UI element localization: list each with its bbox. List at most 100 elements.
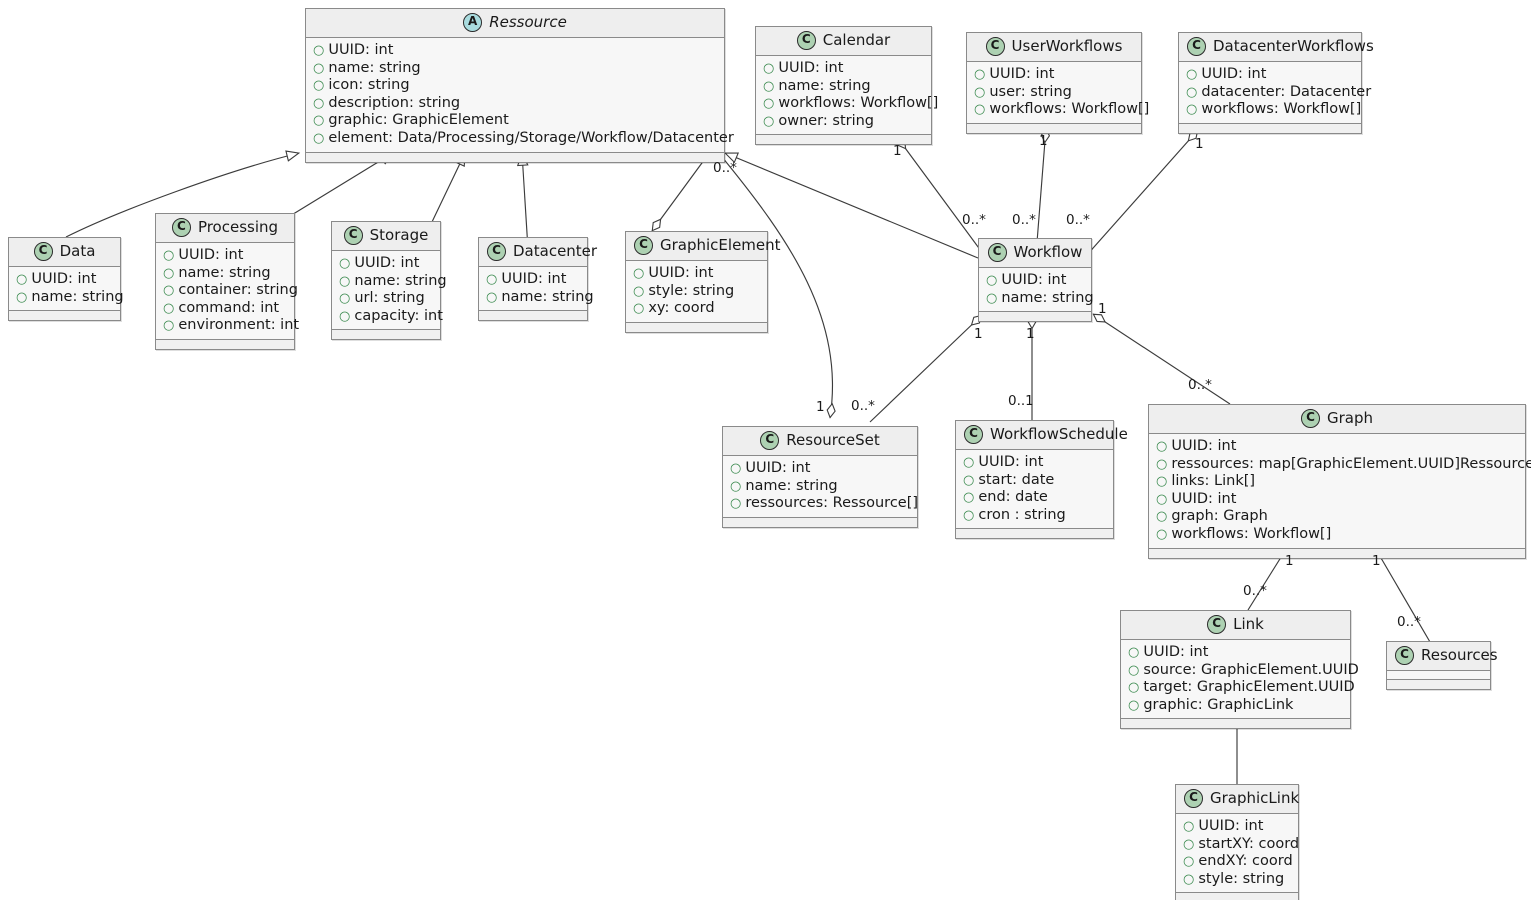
multiplicity-label: 0..* <box>713 160 737 176</box>
class-badge-icon: C <box>634 236 653 255</box>
attribute-row: ○capacity: int <box>339 308 443 326</box>
attribute-text: UUID: int <box>745 460 811 476</box>
attribute-text: icon: string <box>328 77 410 94</box>
visibility-public-icon: ○ <box>763 61 775 76</box>
attribute-text: target: GraphicElement.UUID <box>1143 679 1355 696</box>
edge-calendar-workflow <box>896 137 985 256</box>
attribute-row: ○cron : string <box>963 507 1107 525</box>
visibility-public-icon: ○ <box>339 291 351 307</box>
visibility-public-icon: ○ <box>313 78 325 94</box>
attribute-text: UUID: int <box>978 454 1044 470</box>
visibility-public-icon: ○ <box>163 265 175 281</box>
attribute-row: ○container: string <box>163 282 298 300</box>
class-badge-icon: C <box>1184 789 1203 808</box>
attribute-text: UUID: int <box>648 265 714 281</box>
class-name-processing: Processing <box>197 218 279 236</box>
attribute-row: ○UUID: int <box>313 42 718 60</box>
attribute-row: ○xy: coord <box>633 300 761 318</box>
class-badge-icon: C <box>33 242 53 261</box>
attribute-row: ○UUID: int <box>339 255 434 273</box>
class-badge-icon: C <box>1207 615 1227 634</box>
multiplicity-label: 1 <box>974 326 983 342</box>
class-attributes-resourceset: ○UUID: int ○name: string ○ressources: Re… <box>723 456 918 518</box>
visibility-public-icon: ○ <box>730 478 742 494</box>
visibility-public-icon: ○ <box>486 289 498 305</box>
attribute-text: start: date <box>978 471 1055 488</box>
attribute-text: xy: coord <box>648 300 715 317</box>
attribute-row: ○UUID: int <box>163 247 288 265</box>
attribute-row: ○UUID: int <box>1156 438 1519 456</box>
attribute-text: graph: Graph <box>1171 508 1268 525</box>
attribute-row: ○UUID: int <box>963 454 1107 472</box>
attribute-text: ressources: map[GraphicElement.UUID]Ress… <box>1171 455 1531 472</box>
class-methods-data <box>9 311 120 321</box>
attribute-text: name: string <box>501 288 594 305</box>
attribute-row: ○url: string <box>339 290 434 308</box>
visibility-public-icon: ○ <box>1156 509 1168 525</box>
visibility-public-icon: ○ <box>163 248 175 263</box>
attribute-text: workflows: Workflow[] <box>778 95 939 112</box>
visibility-public-icon: ○ <box>486 272 498 287</box>
attribute-row: ○source: GraphicElement.UUID <box>1128 662 1359 680</box>
class-name-storage: Storage <box>369 226 429 244</box>
attribute-text: workflows: Workflow[] <box>1201 101 1362 118</box>
class-methods-storage <box>332 330 440 340</box>
attribute-row: ○description: string <box>313 95 718 113</box>
class-name-data: Data <box>59 242 96 260</box>
class-attributes-resources <box>1387 671 1490 680</box>
attribute-text: UUID: int <box>1171 490 1237 507</box>
visibility-public-icon: ○ <box>1156 456 1168 472</box>
visibility-public-icon: ○ <box>986 290 998 306</box>
attribute-row: ○target: GraphicElement.UUID <box>1128 679 1355 697</box>
attribute-text: startXY: coord <box>1198 835 1300 852</box>
visibility-public-icon: ○ <box>1128 662 1140 678</box>
multiplicity-label: 1 <box>816 399 825 415</box>
attribute-text: UUID: int <box>328 42 394 58</box>
visibility-public-icon: ○ <box>339 308 351 324</box>
class-attributes-workflow: ○UUID: int ○name: string <box>979 268 1094 313</box>
attribute-text: command: int <box>178 299 280 316</box>
class-name-calendar: Calendar <box>822 31 891 49</box>
class-methods-workflowschedule <box>956 529 1113 539</box>
multiplicity-label: 1 <box>1026 326 1035 342</box>
class-methods-datacenter <box>479 311 587 321</box>
visibility-public-icon: ○ <box>313 60 325 76</box>
visibility-public-icon: ○ <box>1186 84 1198 100</box>
visibility-public-icon: ○ <box>763 113 775 129</box>
attribute-row: ○datacenter: Datacenter <box>1186 84 1371 102</box>
attribute-row: ○start: date <box>963 472 1107 490</box>
attribute-text: workflows: Workflow[] <box>1171 525 1332 542</box>
attribute-row: ○graph: Graph <box>1156 508 1519 526</box>
class-name-workflowschedule: WorkflowSchedule <box>990 425 1128 443</box>
class-name-userworkflows: UserWorkflows <box>1011 37 1123 55</box>
visibility-public-icon: ○ <box>1128 697 1140 713</box>
class-methods-userworkflows <box>967 123 1141 133</box>
attribute-row: ○workflows: Workflow[] <box>1156 526 1519 544</box>
attribute-row: ○UUID: int <box>986 272 1085 290</box>
attribute-text: UUID: int <box>501 271 567 287</box>
class-attributes-ressource: ○UUID: int ○name: string ○icon: string ○… <box>306 38 734 153</box>
multiplicity-label: 0..* <box>1066 212 1090 228</box>
visibility-public-icon: ○ <box>730 496 742 512</box>
visibility-public-icon: ○ <box>313 43 325 58</box>
